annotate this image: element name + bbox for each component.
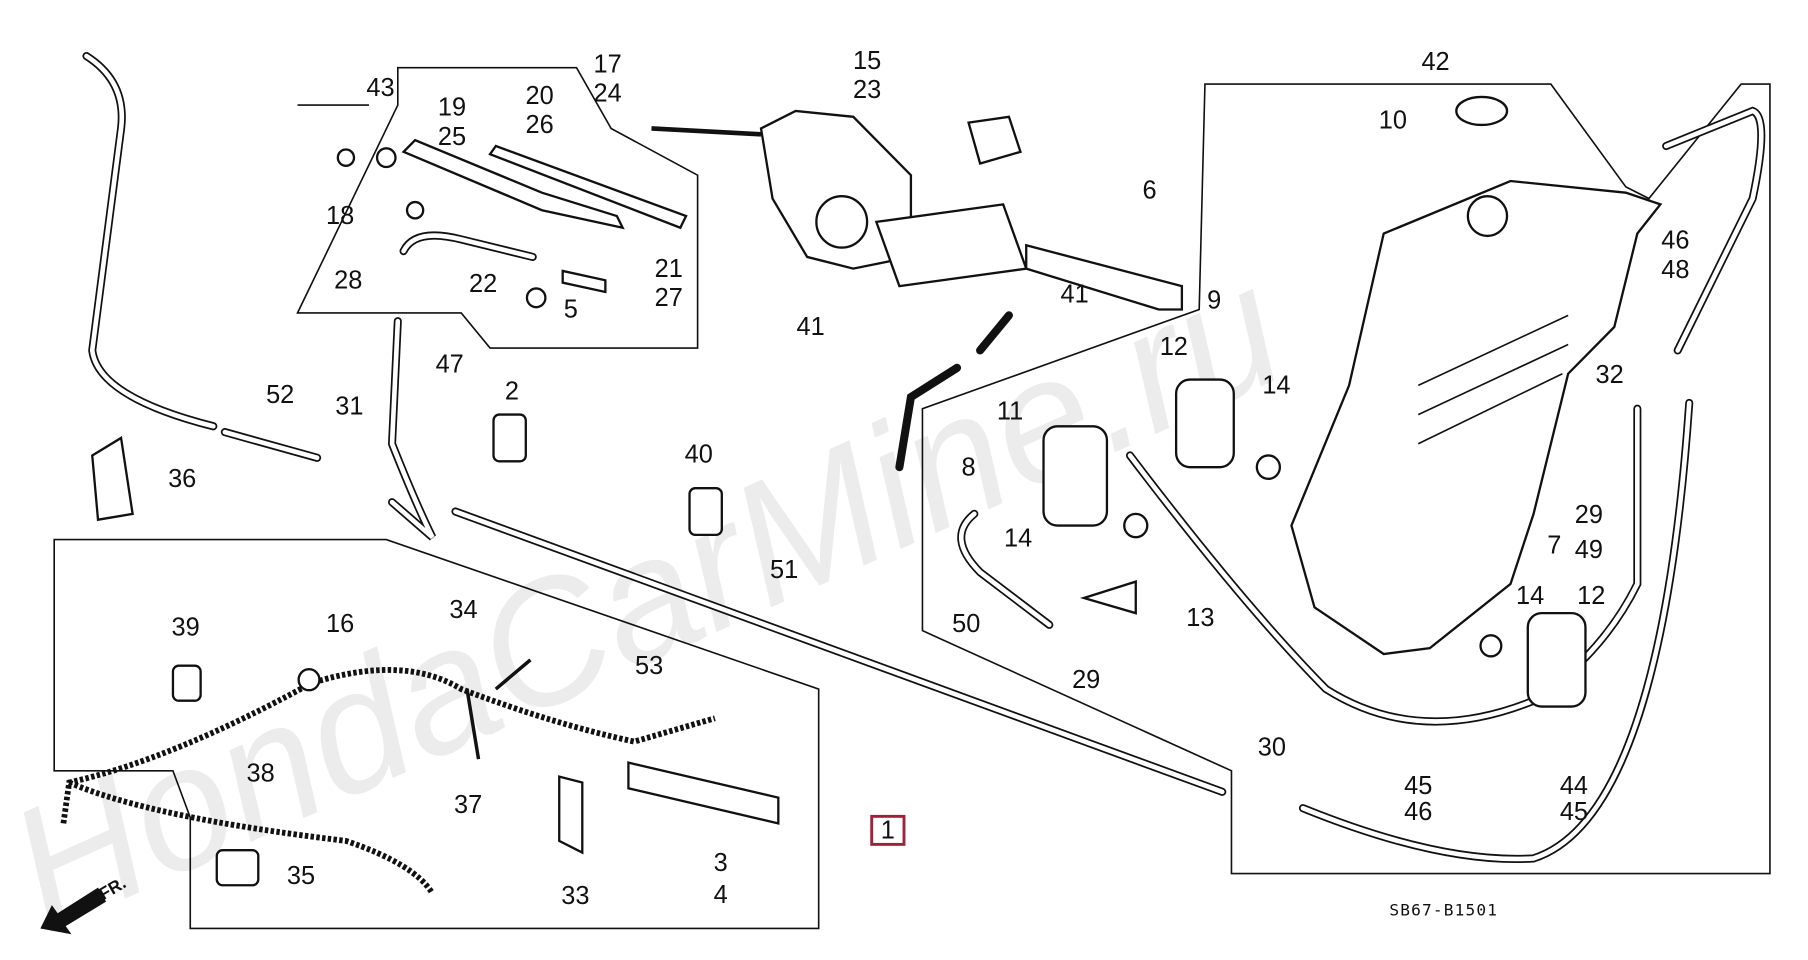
callout-31[interactable]: 31 <box>335 392 363 420</box>
callout-29[interactable]: 29 <box>1072 666 1100 694</box>
tank-group-box <box>921 83 1771 875</box>
callout-27[interactable]: 27 <box>655 284 683 312</box>
callout-9[interactable]: 9 <box>1207 286 1221 314</box>
callout-32[interactable]: 32 <box>1596 361 1624 389</box>
callout-3[interactable]: 3 <box>714 849 728 877</box>
callout-2[interactable]: 2 <box>505 377 519 405</box>
callout-8[interactable]: 8 <box>962 453 976 481</box>
callout-41[interactable]: 41 <box>1061 280 1089 308</box>
callout-14[interactable]: 14 <box>1262 371 1290 399</box>
callout-7[interactable]: 7 <box>1547 531 1561 559</box>
wiper-motor-assembly <box>651 109 1184 311</box>
callout-15[interactable]: 15 <box>853 47 881 75</box>
harness-group-box <box>53 538 820 930</box>
callout-21[interactable]: 21 <box>655 255 683 283</box>
callout-13[interactable]: 13 <box>1186 604 1214 632</box>
callout-30[interactable]: 30 <box>1258 733 1286 761</box>
callout-34[interactable]: 34 <box>449 596 477 624</box>
callout-40[interactable]: 40 <box>685 440 713 468</box>
callout-50[interactable]: 50 <box>952 610 980 638</box>
callout-12[interactable]: 12 <box>1577 582 1605 610</box>
callout-19[interactable]: 19 <box>438 93 466 121</box>
callout-14[interactable]: 14 <box>1516 582 1544 610</box>
callout-24[interactable]: 24 <box>594 79 622 107</box>
callout-42[interactable]: 42 <box>1421 48 1449 76</box>
callout-46[interactable]: 46 <box>1661 227 1689 255</box>
callout-33[interactable]: 33 <box>561 882 589 910</box>
callout-43[interactable]: 43 <box>366 74 394 102</box>
callout-49[interactable]: 49 <box>1575 536 1603 564</box>
washer-pumps <box>1042 378 1587 708</box>
callout-36[interactable]: 36 <box>168 465 196 493</box>
callout-4[interactable]: 4 <box>714 881 728 909</box>
wiper-arm-group-box <box>296 66 699 349</box>
callout-11[interactable]: 11 <box>997 397 1023 425</box>
callout-35[interactable]: 35 <box>287 862 315 890</box>
callout-16[interactable]: 16 <box>326 610 354 638</box>
callout-47[interactable]: 47 <box>436 350 464 378</box>
callout-5[interactable]: 5 <box>564 296 578 324</box>
callout-51[interactable]: 51 <box>770 556 798 584</box>
callout-28[interactable]: 28 <box>334 266 362 294</box>
front-arrow-icon <box>40 887 107 935</box>
callout-18[interactable]: 18 <box>326 202 354 230</box>
callout-37[interactable]: 37 <box>454 791 482 819</box>
washer-tank <box>1290 95 1663 656</box>
callout-53[interactable]: 53 <box>635 652 663 680</box>
wiper-arm-blade <box>336 138 688 309</box>
callout-52[interactable]: 52 <box>266 381 294 409</box>
callout-29[interactable]: 29 <box>1575 501 1603 529</box>
callout-6[interactable]: 6 <box>1143 176 1157 204</box>
callout-10[interactable]: 10 <box>1379 106 1407 134</box>
callout-26[interactable]: 26 <box>526 111 554 139</box>
callout-46[interactable]: 46 <box>1404 798 1432 826</box>
callout-48[interactable]: 48 <box>1661 256 1689 284</box>
callout-45[interactable]: 45 <box>1560 798 1588 826</box>
callout-45[interactable]: 45 <box>1404 772 1432 800</box>
drawing-code: SB67-B1501 <box>1389 901 1498 920</box>
wiring-harness <box>60 413 780 896</box>
callout-20[interactable]: 20 <box>526 82 554 110</box>
callout-17[interactable]: 17 <box>594 50 622 78</box>
callout-39[interactable]: 39 <box>172 613 200 641</box>
highlight-box-part-1[interactable] <box>870 814 906 846</box>
callout-22[interactable]: 22 <box>469 270 497 298</box>
callout-14[interactable]: 14 <box>1004 524 1032 552</box>
callout-44[interactable]: 44 <box>1560 772 1588 800</box>
callout-1[interactable]: 1 <box>881 816 895 844</box>
callout-12[interactable]: 12 <box>1160 333 1188 361</box>
callout-25[interactable]: 25 <box>438 123 466 151</box>
callout-38[interactable]: 38 <box>246 759 274 787</box>
callout-41[interactable]: 41 <box>796 313 824 341</box>
motor-hose <box>895 311 1013 472</box>
callout-23[interactable]: 23 <box>853 76 881 104</box>
